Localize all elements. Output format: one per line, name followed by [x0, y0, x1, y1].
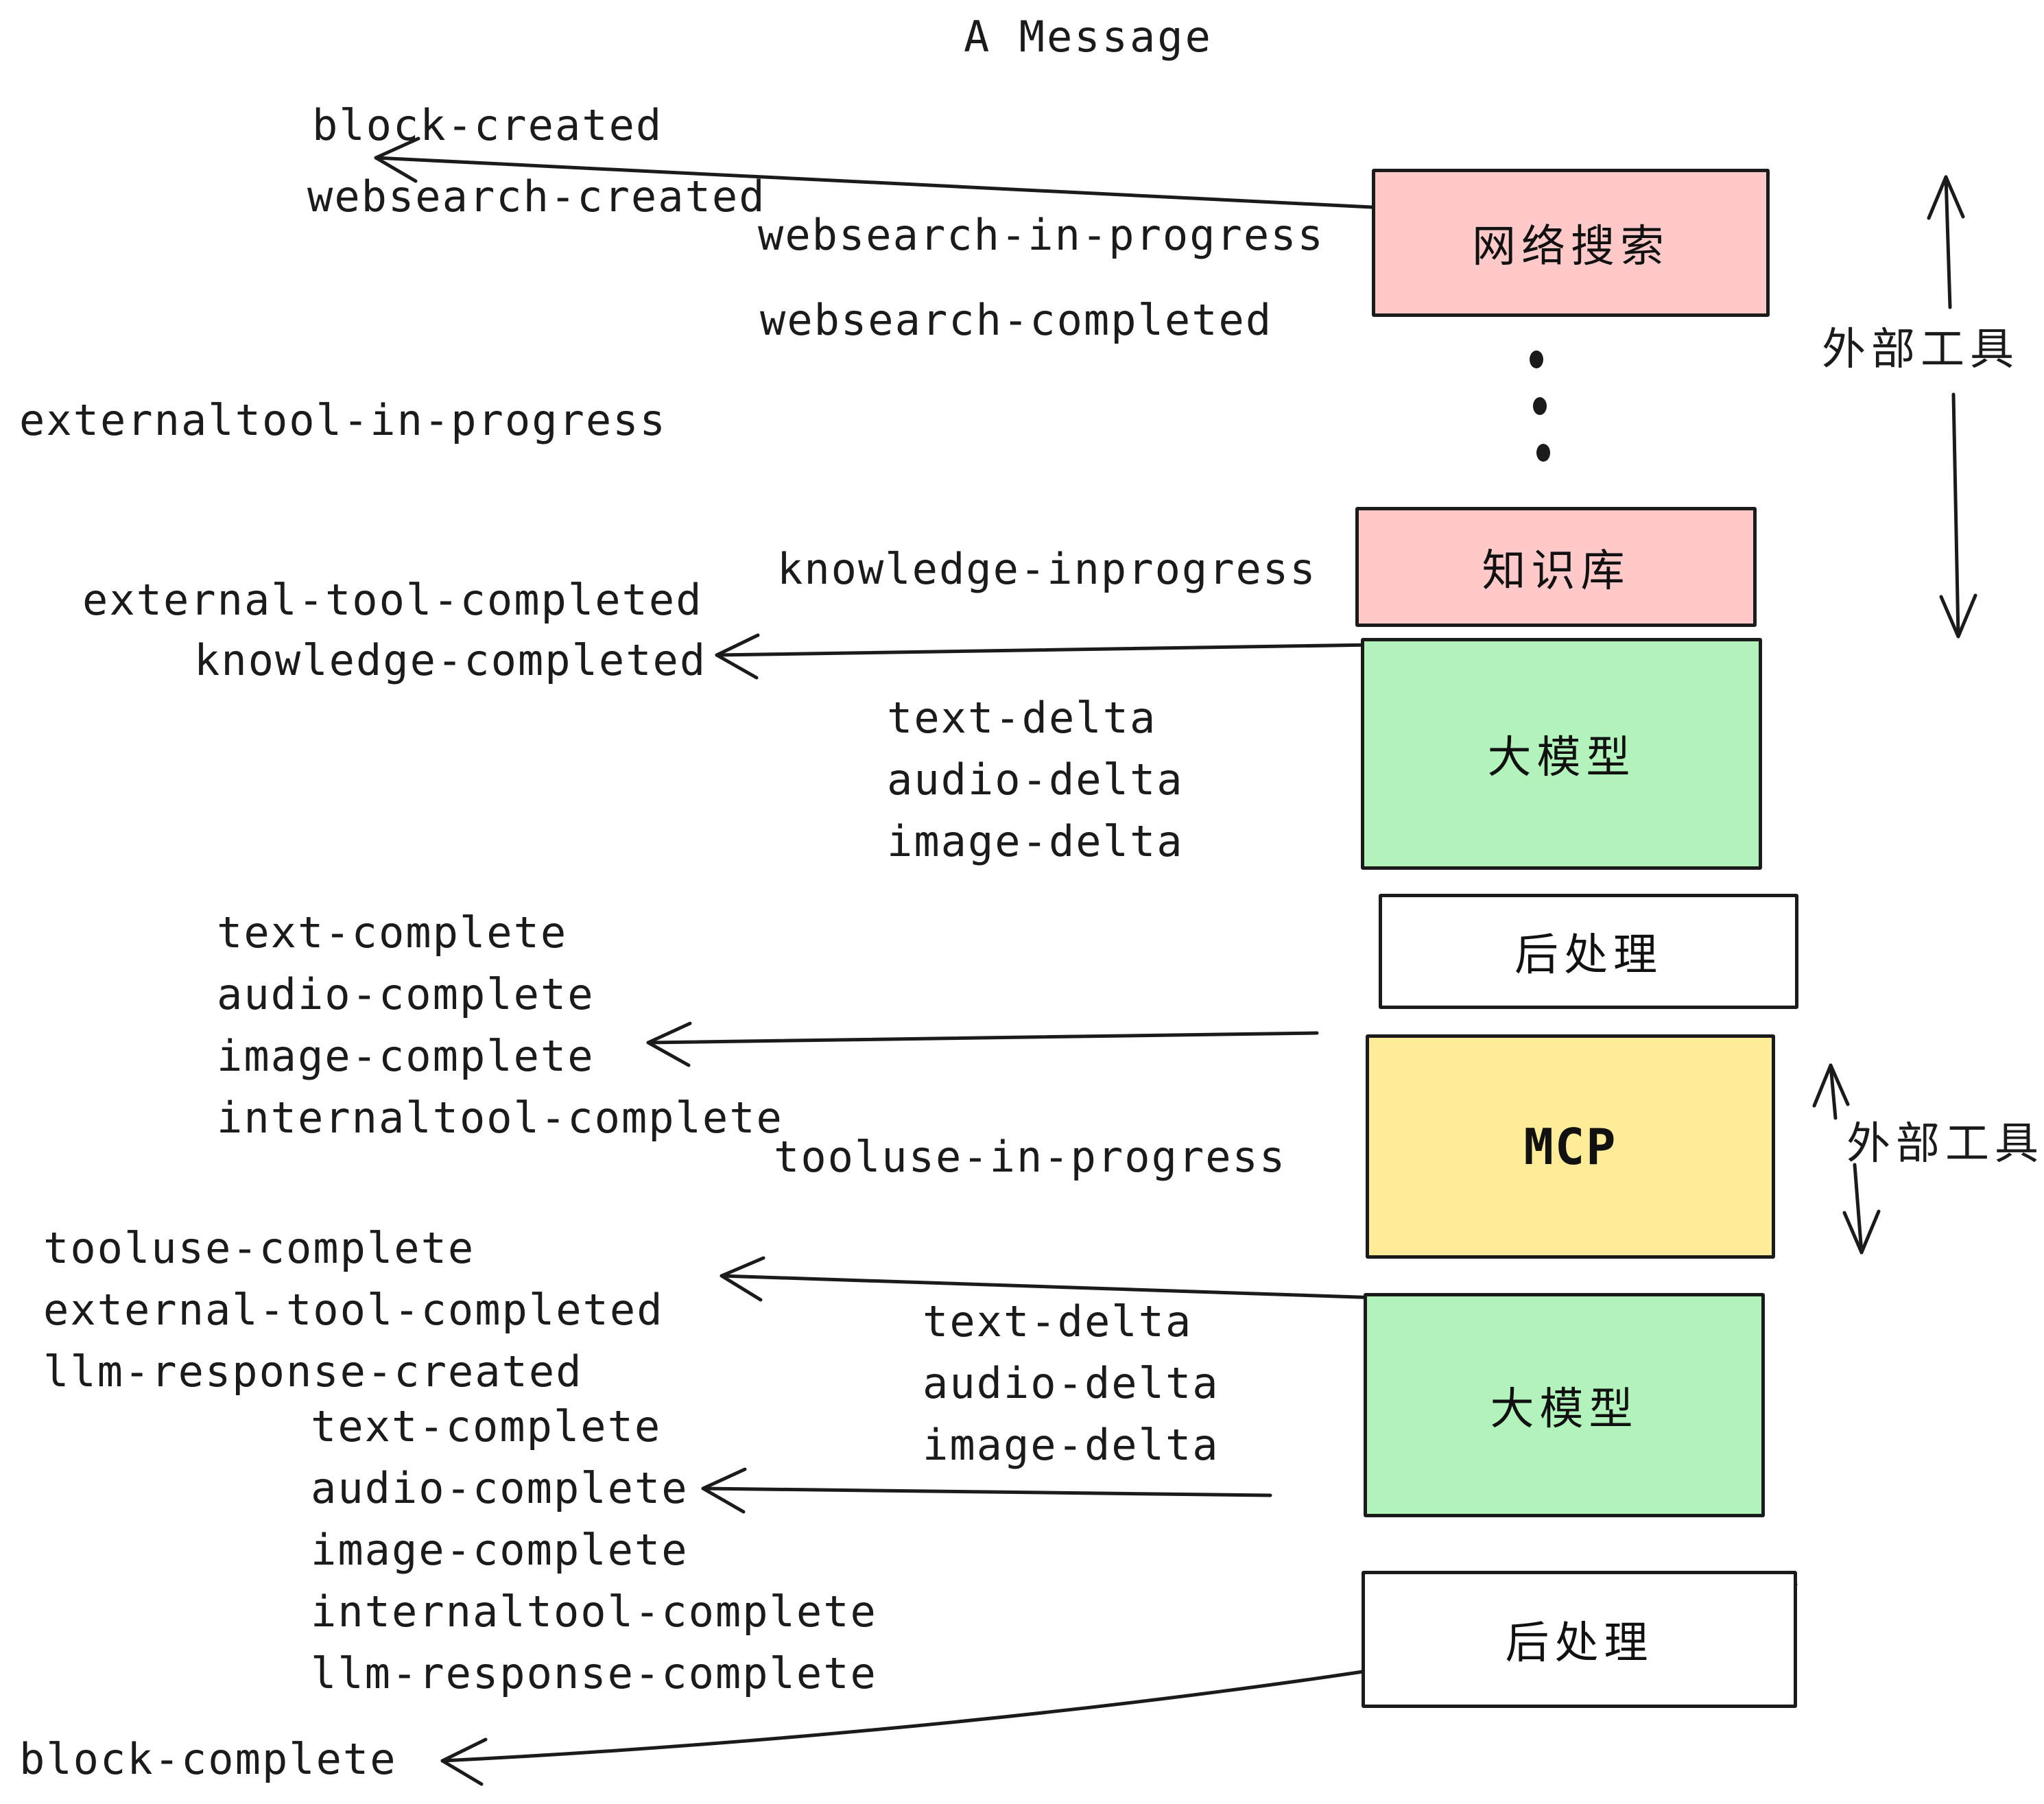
postprocess-box-2: 后处理 [1362, 1571, 1797, 1708]
event-label-external-tool-completed: external-tool-completed [82, 575, 703, 625]
diagram-title: A Message [964, 12, 1213, 62]
event-label-audio-complete-1: audio-complete [217, 969, 595, 1019]
arrow-tooluse-complete [720, 1256, 1381, 1302]
arrow-internal-complete [646, 1021, 1319, 1067]
event-label-llm-response-complete: llm-response-complete [311, 1648, 877, 1698]
external-tools-span-arrow-mid [1812, 1063, 1881, 1255]
event-label-websearch-created: websearch-created [307, 171, 766, 222]
mcp-box: MCP [1366, 1034, 1775, 1259]
event-label-externaltool-in-progress: externaltool-in-progress [19, 395, 667, 445]
llm-box-1-label: 大模型 [1487, 733, 1636, 782]
external-tools-annotation-top: 外部工具 [1822, 324, 2019, 374]
event-label-knowledge-inprogress: knowledge-inprogress [777, 544, 1317, 594]
llm-box-2: 大模型 [1364, 1293, 1765, 1517]
arrow-websearch-created [374, 137, 1388, 210]
event-label-text-complete-2: text-complete [311, 1401, 662, 1451]
event-label-websearch-completed: websearch-completed [760, 295, 1273, 345]
event-label-image-complete-1: image-complete [217, 1031, 595, 1081]
event-label-audio-delta-2: audio-delta [923, 1358, 1220, 1408]
event-label-image-delta-2: image-delta [923, 1420, 1220, 1470]
event-label-text-delta-2: text-delta [923, 1296, 1193, 1346]
event-label-internaltool-complete-1: internaltool-complete [217, 1093, 783, 1143]
arrow-knowledge-completed [715, 633, 1377, 680]
event-label-tooluse-complete: tooluse-complete [43, 1223, 475, 1273]
event-label-block-created: block-created [312, 100, 663, 150]
event-label-image-delta-1: image-delta [887, 816, 1184, 866]
arrow-llm2-complete [701, 1467, 1272, 1514]
postprocess-box-2-label: 后处理 [1505, 1618, 1654, 1667]
external-tools-annotation-mid: 外部工具 [1846, 1119, 2044, 1168]
mcp-box-label: MCP [1523, 1117, 1617, 1176]
event-label-audio-delta-1: audio-delta [887, 755, 1184, 805]
event-label-knowledge-completed: knowledge-completed [194, 635, 707, 685]
event-label-llm-response-created: llm-response-created [43, 1346, 583, 1397]
llm-box-1: 大模型 [1361, 638, 1762, 870]
event-label-image-complete-2: image-complete [311, 1525, 689, 1575]
external-tools-span-arrow-top [1927, 175, 1977, 639]
websearch-box-label: 网络搜索 [1472, 222, 1669, 271]
event-label-internaltool-complete-2: internaltool-complete [311, 1587, 877, 1637]
websearch-box: 网络搜索 [1372, 169, 1770, 317]
postprocess-box-1-label: 后处理 [1514, 930, 1663, 980]
ellipsis-dots [1530, 351, 1550, 462]
event-label-websearch-in-progress: websearch-in-progress [758, 210, 1324, 260]
event-label-audio-complete-2: audio-complete [311, 1463, 689, 1513]
knowledge-box: 知识库 [1355, 507, 1757, 627]
postprocess-box-1: 后处理 [1379, 894, 1798, 1009]
llm-box-2-label: 大模型 [1490, 1384, 1639, 1434]
knowledge-box-label: 知识库 [1482, 545, 1630, 595]
event-label-text-complete-1: text-complete [217, 907, 568, 958]
event-label-tooluse-in-progress: tooluse-in-progress [774, 1132, 1287, 1182]
event-label-external-tool-completed-2: external-tool-completed [43, 1285, 664, 1335]
event-label-block-complete: block-complete [19, 1734, 397, 1784]
event-label-text-delta-1: text-delta [887, 693, 1157, 743]
